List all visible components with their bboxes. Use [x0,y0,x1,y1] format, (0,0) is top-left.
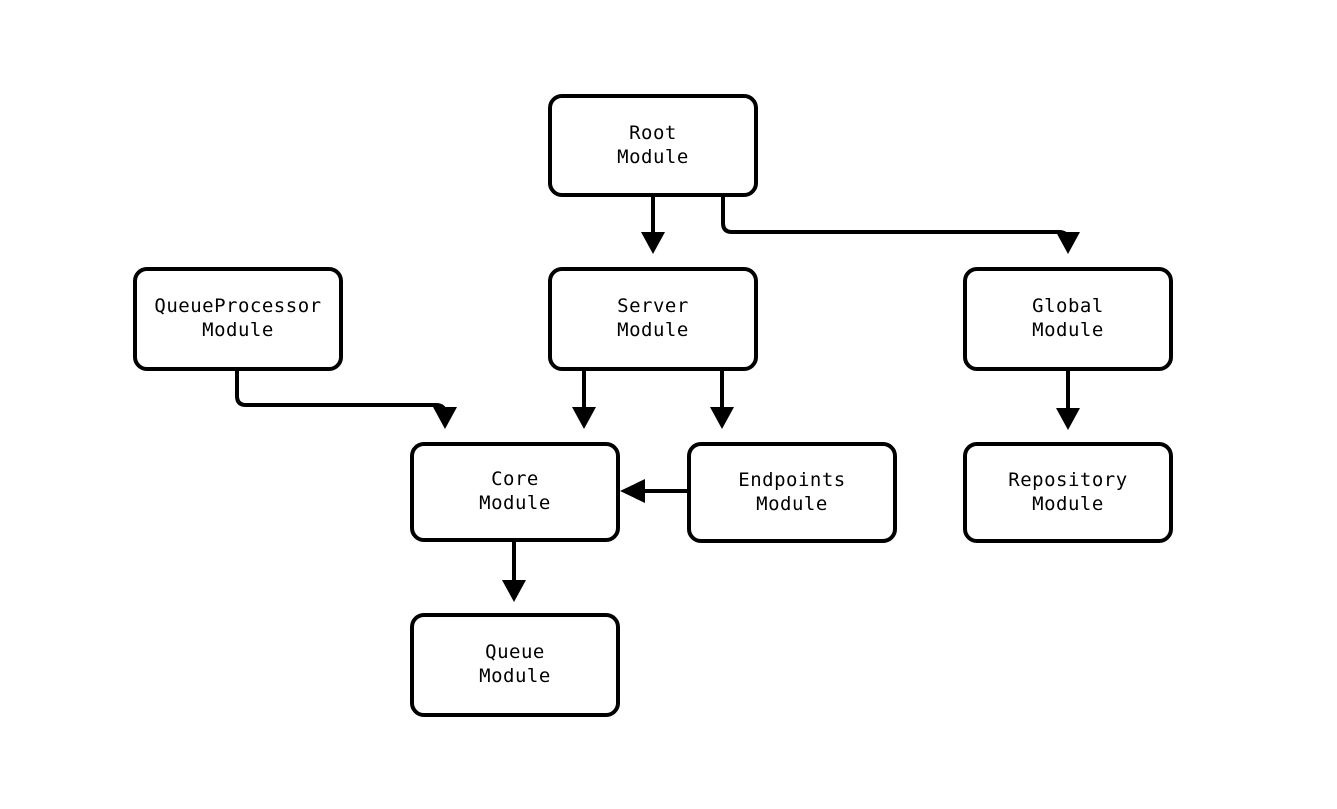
node-queueprocessor-suffix: Module [202,319,274,341]
node-repository-suffix: Module [1032,492,1104,515]
node-server-suffix: Module [617,319,689,341]
node-endpoints-suffix: Module [756,492,828,515]
node-core-name: Core [491,468,539,491]
node-server[interactable]: Server Module [548,267,758,371]
edge-queueprocessor-to-core [235,371,457,429]
node-root-name: Root [629,121,677,144]
node-queueprocessor-name: QueueProcessor [154,295,322,318]
node-global-name: Global [1032,295,1104,318]
edge-global-to-repository [1056,371,1080,430]
node-server-name: Server [617,295,689,318]
node-repository-name: Repository [1008,468,1128,491]
node-endpoints[interactable]: Endpoints Module [687,442,897,543]
node-global-suffix: Module [1032,319,1104,341]
node-queue-name: Queue [485,641,545,664]
edge-server-to-core [572,371,596,429]
node-queue[interactable]: Queue Module [410,613,620,717]
node-queue-suffix: Module [479,665,551,687]
node-queueprocessor[interactable]: QueueProcessor Module [133,267,343,371]
node-core[interactable]: Core Module [410,442,620,542]
node-repository[interactable]: Repository Module [963,442,1173,543]
edge-root-to-global [721,197,1080,254]
edge-root-to-server [641,197,665,254]
node-endpoints-name: Endpoints [738,468,846,491]
node-core-suffix: Module [479,492,551,514]
node-root-suffix: Module [617,145,689,168]
node-global[interactable]: Global Module [963,267,1173,371]
edge-core-to-queue [502,542,526,602]
node-root[interactable]: Root Module [548,94,758,197]
edge-server-to-endpoints [710,371,734,429]
edge-endpoints-to-core [620,479,687,503]
